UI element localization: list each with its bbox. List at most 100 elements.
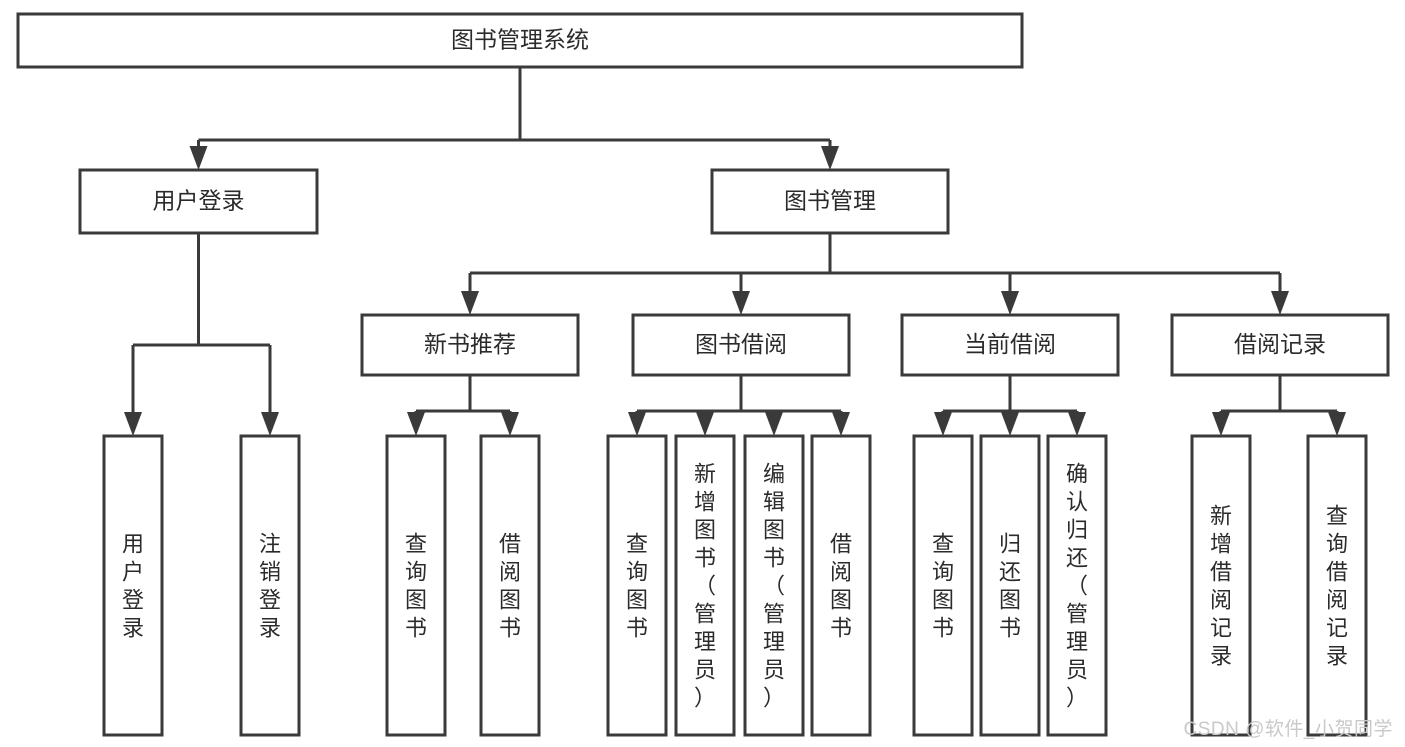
svg-text:书: 书 xyxy=(763,545,785,570)
node-book-borrow-box[interactable] xyxy=(631,313,851,377)
arrow-down-icon xyxy=(1001,291,1019,315)
arrow-down-icon xyxy=(934,412,952,436)
node-leaf-borrow-book-1-box[interactable] xyxy=(479,434,541,737)
arrow-down-icon xyxy=(189,146,208,170)
svg-text:新: 新 xyxy=(1210,503,1232,528)
svg-text:阅: 阅 xyxy=(499,559,521,584)
node-borrow-record-label: 借阅记录 xyxy=(1234,331,1326,357)
arrow-down-icon xyxy=(628,412,646,436)
svg-text:查: 查 xyxy=(626,531,648,556)
node-current-borrow-box[interactable] xyxy=(900,313,1120,377)
arrow-down-icon xyxy=(696,412,714,436)
arrow-down-icon xyxy=(261,412,279,436)
svg-text:理: 理 xyxy=(763,629,785,654)
svg-text:）: ） xyxy=(763,685,785,710)
node-book-borrow-label: 图书借阅 xyxy=(695,331,787,357)
node-leaf-query-record-box[interactable] xyxy=(1306,434,1368,737)
svg-text:户: 户 xyxy=(122,559,144,584)
svg-text:阅: 阅 xyxy=(1210,587,1232,612)
svg-text:图: 图 xyxy=(694,517,716,542)
svg-text:询: 询 xyxy=(626,559,648,584)
svg-text:书: 书 xyxy=(499,615,521,640)
svg-text:询: 询 xyxy=(932,559,954,584)
node-leaf-return-book-box[interactable] xyxy=(979,434,1041,737)
svg-text:管: 管 xyxy=(1066,601,1088,626)
arrow-down-icon xyxy=(1328,412,1346,436)
connector-layer xyxy=(124,67,1346,436)
svg-text:登: 登 xyxy=(259,587,281,612)
node-leaf-user-logout-box[interactable] xyxy=(239,434,301,737)
svg-text:图: 图 xyxy=(405,587,427,612)
arrow-down-icon xyxy=(765,412,783,436)
svg-text:编: 编 xyxy=(763,461,785,486)
node-root-box[interactable] xyxy=(16,12,1024,69)
arrow-down-icon xyxy=(461,291,479,315)
arrow-down-icon xyxy=(732,291,750,315)
svg-text:理: 理 xyxy=(1066,629,1088,654)
svg-text:图: 图 xyxy=(763,517,785,542)
svg-text:记: 记 xyxy=(1326,615,1348,640)
node-layer: 图书管理系统用户登录图书管理新书推荐图书借阅当前借阅借阅记录用户登录注销登录查询… xyxy=(16,12,1390,737)
arrow-down-icon xyxy=(1271,291,1289,315)
svg-text:（: （ xyxy=(1066,573,1088,598)
svg-text:书: 书 xyxy=(694,545,716,570)
node-leaf-add-record-box[interactable] xyxy=(1190,434,1252,737)
svg-text:用: 用 xyxy=(122,531,144,556)
svg-text:借: 借 xyxy=(1326,559,1348,584)
node-new-book-recommend-box[interactable] xyxy=(360,313,580,377)
svg-text:书: 书 xyxy=(405,615,427,640)
node-leaf-query-book-1-box[interactable] xyxy=(385,434,447,737)
node-leaf-edit-book-box[interactable] xyxy=(743,434,805,737)
svg-text:（: （ xyxy=(763,573,785,598)
svg-text:员: 员 xyxy=(694,657,716,682)
node-book-management-box[interactable] xyxy=(710,168,950,235)
node-leaf-user-login-box[interactable] xyxy=(102,434,164,737)
svg-text:询: 询 xyxy=(405,559,427,584)
svg-text:借: 借 xyxy=(830,531,852,556)
svg-text:注: 注 xyxy=(259,531,281,556)
node-new-book-recommend-label: 新书推荐 xyxy=(424,331,516,357)
svg-text:查: 查 xyxy=(1326,503,1348,528)
node-leaf-confirm-return-box[interactable] xyxy=(1046,434,1108,737)
svg-text:还: 还 xyxy=(999,559,1021,584)
node-borrow-record-box[interactable] xyxy=(1170,313,1390,377)
svg-text:认: 认 xyxy=(1066,489,1088,514)
svg-text:录: 录 xyxy=(1210,643,1232,668)
svg-text:销: 销 xyxy=(259,559,281,584)
svg-text:（: （ xyxy=(694,573,716,598)
svg-text:辑: 辑 xyxy=(763,489,785,514)
svg-text:录: 录 xyxy=(259,615,281,640)
node-leaf-add-book-box[interactable] xyxy=(674,434,736,737)
svg-text:借: 借 xyxy=(1210,559,1232,584)
arrow-down-icon xyxy=(407,412,425,436)
svg-text:）: ） xyxy=(1066,685,1088,710)
svg-text:录: 录 xyxy=(1326,643,1348,668)
svg-text:增: 增 xyxy=(694,489,716,514)
node-leaf-query-book-3-box[interactable] xyxy=(912,434,974,737)
svg-text:询: 询 xyxy=(1326,531,1348,556)
svg-text:阅: 阅 xyxy=(830,559,852,584)
svg-text:书: 书 xyxy=(999,615,1021,640)
node-leaf-user-login-label: 用户登录 xyxy=(122,531,144,640)
svg-text:确: 确 xyxy=(1066,461,1088,486)
svg-text:归: 归 xyxy=(999,531,1021,556)
node-leaf-query-book-2-box[interactable] xyxy=(606,434,668,737)
arrow-down-icon xyxy=(124,412,142,436)
svg-text:管: 管 xyxy=(763,601,785,626)
node-current-borrow-label: 当前借阅 xyxy=(964,331,1056,357)
arrow-down-icon xyxy=(1001,412,1019,436)
node-user-login-box[interactable] xyxy=(78,168,319,235)
node-leaf-borrow-book-2-box[interactable] xyxy=(810,434,872,737)
arrow-down-icon xyxy=(832,412,850,436)
svg-text:查: 查 xyxy=(932,531,954,556)
